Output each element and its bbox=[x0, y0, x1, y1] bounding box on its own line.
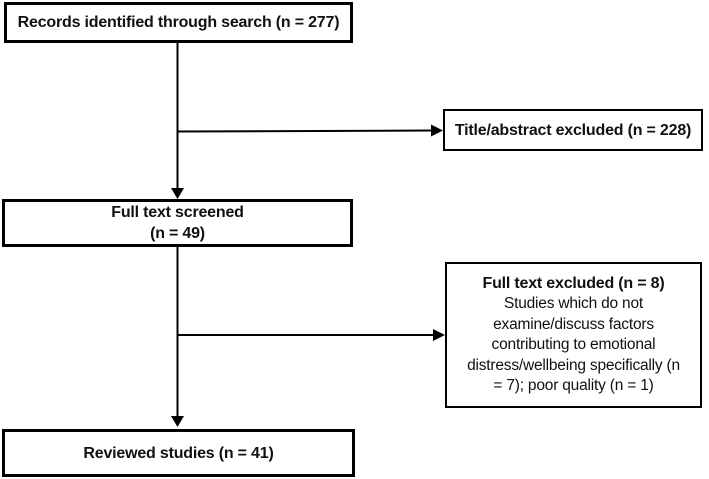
node-records-identified: Records identified through search (n = 2… bbox=[4, 2, 353, 43]
node-records-label: Records identified through search (n = 2… bbox=[17, 14, 340, 31]
node-full-text-excluded-body-line: Studies which do not bbox=[503, 295, 644, 313]
node-full-text-screened: Full text screened (n = 49) bbox=[2, 199, 353, 247]
node-title-abstract-label: Title/abstract excluded (n = 228) bbox=[454, 121, 692, 139]
arrow-to-title-abstract-excluded bbox=[176, 124, 443, 137]
node-full-text-excluded-body-line: = 7); poor quality (n = 1) bbox=[493, 377, 654, 395]
node-reviewed-studies: Reviewed studies (n = 41) bbox=[2, 429, 355, 477]
node-full-text-screened-line2: (n = 49) bbox=[150, 225, 205, 242]
node-reviewed-label: Reviewed studies (n = 41) bbox=[83, 444, 274, 462]
node-full-text-excluded: Full text excluded (n = 8) Studies which… bbox=[445, 262, 702, 408]
node-full-text-excluded-heading: Full text excluded (n = 8) bbox=[482, 275, 665, 293]
node-full-text-excluded-body-line: distress/wellbeing specifically (n bbox=[467, 356, 680, 374]
node-full-text-screened-line1: Full text screened bbox=[111, 204, 244, 221]
arrow-records-to-fulltext bbox=[171, 43, 184, 199]
node-title-abstract-excluded: Title/abstract excluded (n = 228) bbox=[443, 109, 703, 151]
node-full-text-excluded-body-line: examine/discuss factors bbox=[493, 315, 654, 333]
arrow-fulltext-to-reviewed bbox=[171, 247, 184, 427]
arrow-to-full-text-excluded bbox=[177, 329, 445, 341]
node-full-text-excluded-body-line: contributing to emotional bbox=[491, 336, 656, 354]
